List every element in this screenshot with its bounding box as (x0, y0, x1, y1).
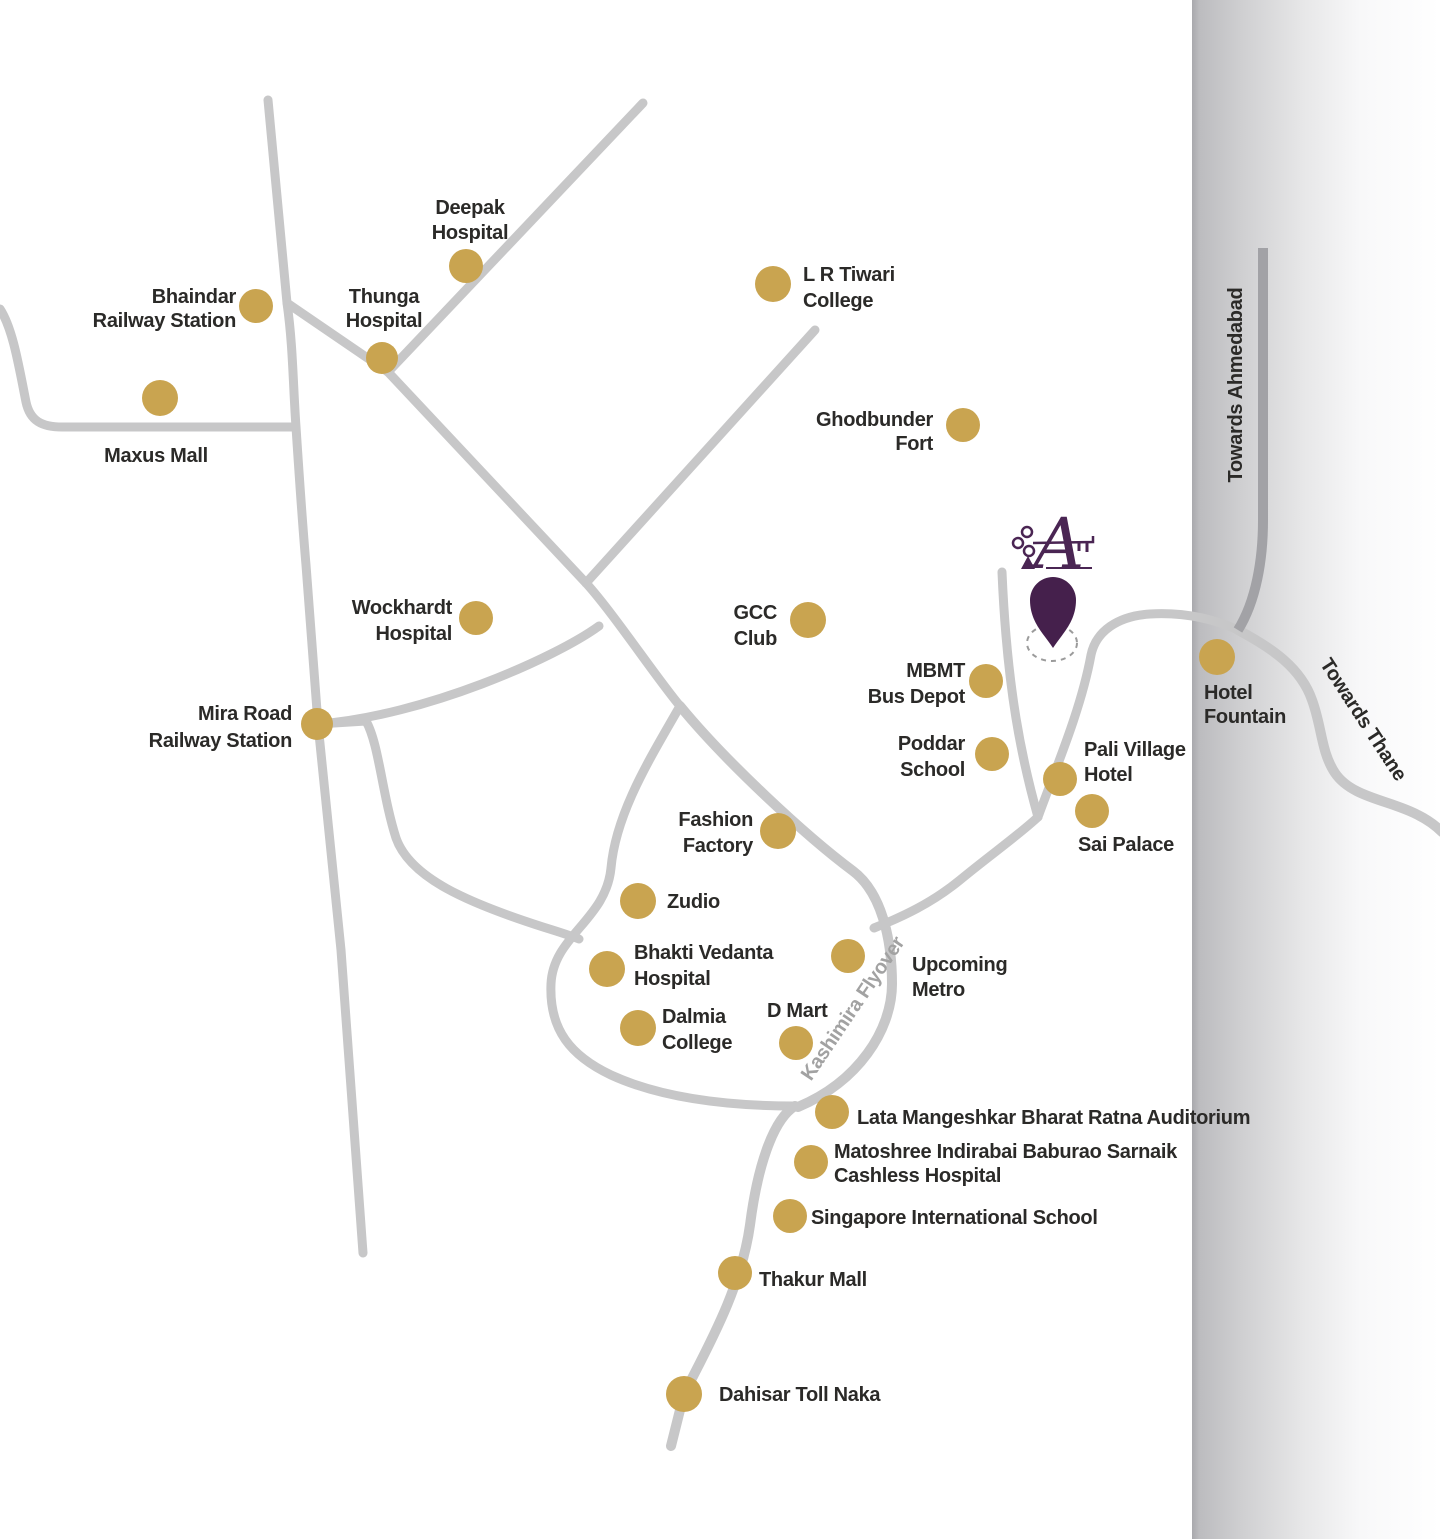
ahmedabad-highway-band (1192, 0, 1440, 1539)
junction-fork-road (581, 578, 685, 711)
upcoming-metro-dot (831, 939, 865, 973)
pin-access-road (997, 567, 1043, 822)
dalmia-college-dot (620, 1010, 656, 1046)
ghodbunder-fort-dot (946, 408, 980, 442)
d-mart-label: D Mart (767, 1000, 828, 1022)
pali-approach-road (869, 812, 1043, 933)
thakur-mall-label: Thakur Mall (759, 1269, 867, 1291)
lr-tiwari-college-dot (755, 266, 791, 302)
mira-road-railway-station-dot (301, 708, 333, 740)
main-road-north-south (263, 95, 368, 1258)
brand-logo-letter: A (1028, 503, 1085, 585)
lr-tiwari-road (581, 325, 820, 588)
sai-palace-dot (1075, 794, 1109, 828)
fountain-junction-road (1033, 609, 1243, 822)
matoshree-cashless-hospital-dot (794, 1145, 828, 1179)
d-mart-dot (779, 1026, 813, 1060)
thakur-mall: Thakur Mall (718, 1256, 867, 1291)
d-mart: D Mart (767, 1000, 828, 1060)
dahisar-toll-naka: Dahisar Toll Naka (666, 1376, 882, 1412)
singapore-international-school-label: Singapore International School (811, 1207, 1098, 1229)
mbmt-bus-depot-dot (969, 664, 1003, 698)
bhakti-vedanta-hospital-dot (589, 951, 625, 987)
location-pin-icon (1030, 577, 1076, 648)
lata-mangeshkar-auditorium: Lata Mangeshkar Bharat Ratna Auditorium (815, 1095, 1250, 1129)
maxus-mall-dot (142, 380, 178, 416)
lata-mangeshkar-auditorium-label: Lata Mangeshkar Bharat Ratna Auditorium (857, 1107, 1250, 1129)
hotel-fountain-dot (1199, 639, 1235, 675)
zudio-label: Zudio (667, 891, 720, 913)
brand-logo-key-icon (1011, 525, 1095, 569)
thunga-hospital-dot (366, 342, 398, 374)
poddar-school-dot (975, 737, 1009, 771)
south-road (666, 1101, 800, 1451)
mira-loop-connector-road (313, 716, 584, 944)
zudio: Zudio (620, 883, 720, 919)
project-location: A (1011, 503, 1095, 662)
maxus-mall-label: Maxus Mall (104, 445, 208, 467)
singapore-international-school-dot (773, 1199, 807, 1233)
maxus-mall: Maxus Mall (104, 380, 208, 467)
junction-mira-road (313, 621, 604, 729)
singapore-international-school: Singapore International School (773, 1199, 1098, 1233)
fashion-factory-dot (760, 813, 796, 849)
towards-thane-road (1233, 625, 1440, 837)
zudio-dot (620, 883, 656, 919)
bhaindar-railway-station-dot (239, 289, 273, 323)
highway-inner-road (1233, 248, 1268, 633)
inner-loop-road (546, 701, 800, 1111)
kashimira-flyover-road (675, 701, 897, 1112)
pali-village-hotel-dot (1043, 762, 1077, 796)
dahisar-toll-naka-dot (666, 1376, 702, 1412)
dahisar-toll-naka-label: Dahisar Toll Naka (719, 1384, 881, 1406)
lata-mangeshkar-auditorium-dot (815, 1095, 849, 1129)
west-approach-road (0, 304, 299, 432)
wockhardt-hospital-dot (459, 601, 493, 635)
thunga-junction-road (383, 367, 591, 588)
gcc-club-dot (790, 602, 826, 638)
sai-palace-label: Sai Palace (1078, 834, 1174, 856)
deepak-road (383, 98, 648, 377)
sai-palace: Sai Palace (1075, 794, 1174, 856)
thakur-mall-dot (718, 1256, 752, 1290)
towards-ahmedabad-label: Towards Ahmedabad (1225, 288, 1247, 483)
deepak-hospital-dot (449, 249, 483, 283)
